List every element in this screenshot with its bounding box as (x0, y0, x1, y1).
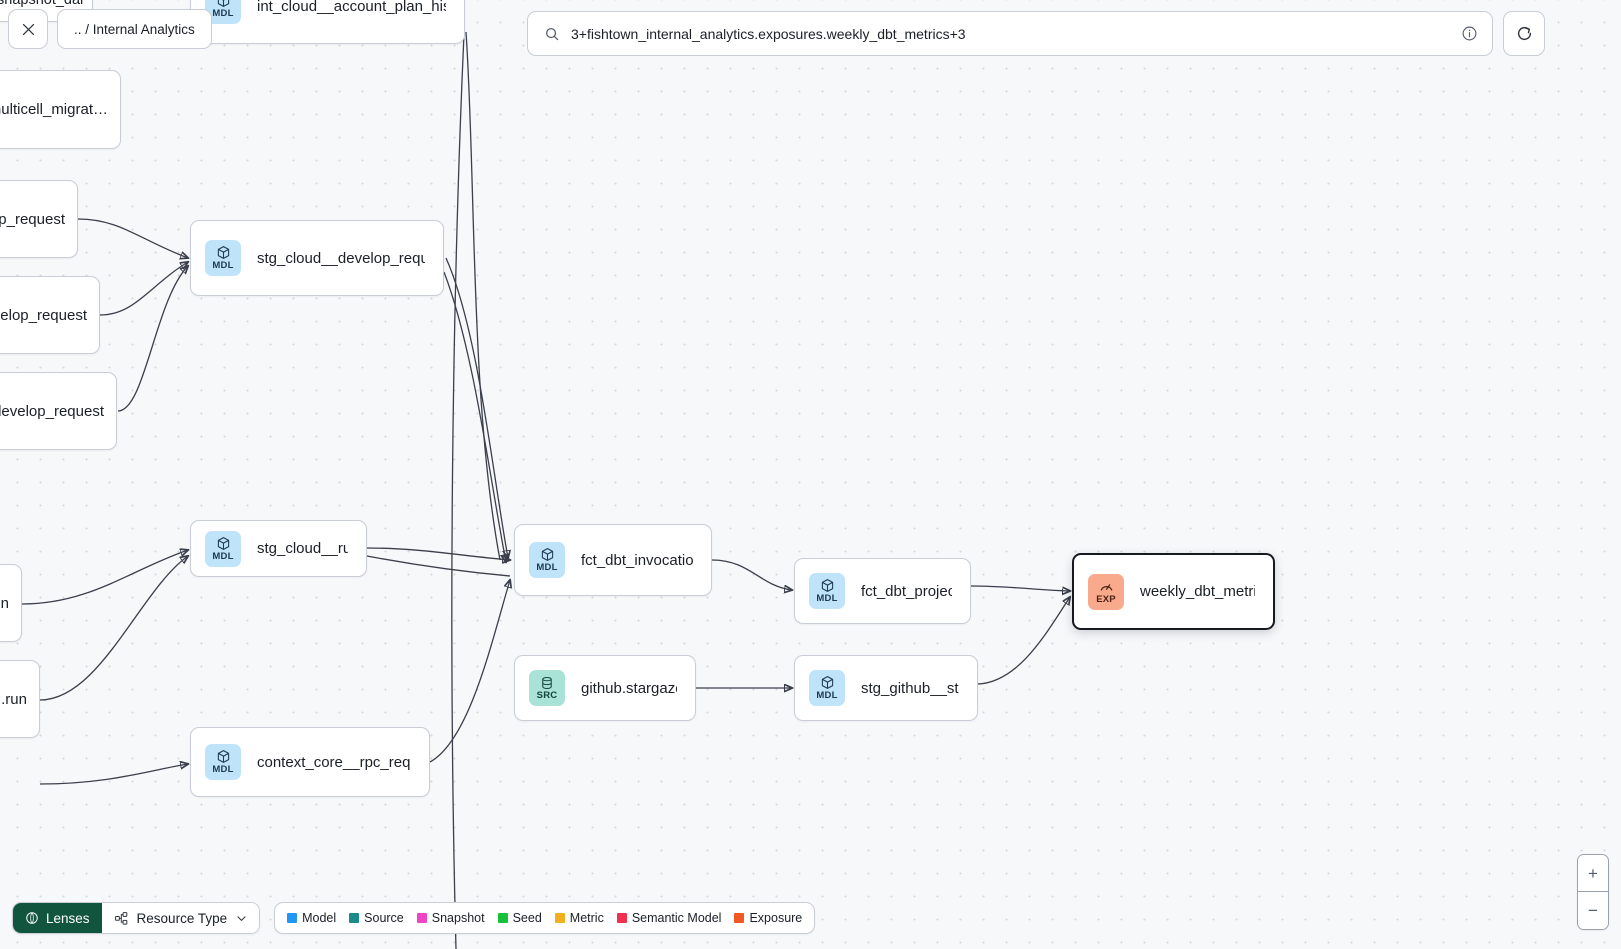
zoom-controls: + − (1577, 854, 1609, 930)
legend-label: Exposure (749, 911, 803, 925)
legend-item[interactable]: Semantic Model (616, 911, 722, 925)
legend-item[interactable]: Source (349, 911, 404, 925)
graph-node-stg-github-stars[interactable]: MDL stg_github__stars (794, 655, 978, 721)
legend-label: Model (302, 911, 337, 925)
legend-item[interactable]: Exposure (734, 911, 802, 925)
legend-swatch (554, 913, 565, 923)
model-badge-icon: MDL (205, 744, 241, 780)
model-badge-icon: MDL (529, 542, 565, 578)
graph-node-clipped-left-upper[interactable]: n (0, 564, 22, 642)
zoom-in-button[interactable]: + (1578, 855, 1608, 892)
zoom-out-button[interactable]: − (1578, 892, 1608, 929)
graph-node-weekly-dbt-metrics[interactable]: EXP weekly_dbt_metrics (1072, 553, 1275, 630)
bottom-toolbar: Lenses Resource Type Model Source Snapshot… (12, 902, 816, 934)
resource-type-legend: Model Source Snapshot Seed Metric Semantic Mo… (274, 902, 816, 934)
graph-node-context-core-rpc-request[interactable]: MDL context_core__rpc_request (190, 727, 430, 797)
legend-swatch (616, 913, 627, 923)
refresh-button[interactable] (1503, 11, 1545, 56)
breadcrumb-label: .. / Internal Analytics (74, 21, 195, 37)
node-label: multicell_migrat… (0, 101, 108, 118)
node-label: int_cloud__account_plan_history (257, 0, 446, 15)
badge-tag: EXP (1096, 593, 1116, 605)
model-badge-icon: MDL (205, 240, 241, 276)
top-toolbar: .. / Internal Analytics (0, 0, 1621, 60)
refresh-icon (1517, 26, 1531, 41)
chevron-down-icon (237, 915, 246, 921)
badge-tag: MDL (212, 8, 234, 20)
graph-node-multicell-migration[interactable]: multicell_migrat… (0, 70, 121, 149)
legend-label: Source (364, 911, 404, 925)
legend-swatch (734, 913, 745, 923)
model-badge-icon: MDL (205, 530, 241, 567)
legend-label: Seed (512, 911, 542, 925)
node-label: stg_github__stars (861, 679, 959, 697)
badge-tag: SRC (536, 689, 558, 701)
breadcrumb[interactable]: .. / Internal Analytics (57, 9, 212, 49)
lenses-button[interactable]: Lenses (13, 903, 102, 933)
legend-item[interactable]: Model (287, 911, 336, 925)
close-button[interactable] (8, 9, 48, 49)
exposure-badge-icon: EXP (1088, 573, 1124, 610)
graph-node-develop-request[interactable]: .develop_request (0, 372, 117, 450)
legend-item[interactable]: Seed (497, 911, 542, 925)
legend-label: Snapshot (431, 911, 485, 925)
legend-swatch (497, 913, 508, 923)
node-label: stg_cloud__runs (257, 540, 348, 557)
badge-tag: MDL (212, 260, 234, 272)
search-input[interactable] (571, 25, 1450, 42)
node-label: stg_cloud__develop_requests (257, 249, 425, 267)
badge-tag: MDL (816, 593, 838, 605)
node-label: fct_dbt_projects (861, 582, 952, 600)
lenses-label: Lenses (46, 910, 90, 926)
search-bar[interactable] (527, 11, 1493, 56)
node-label: snapshot_daily (0, 0, 84, 8)
node-label: velop_request (0, 306, 87, 324)
node-label: github.stargazers (581, 679, 677, 697)
graph-node-clipped-left-lower[interactable]: .run (0, 660, 40, 738)
node-label: fct_dbt_invocations (581, 551, 693, 569)
legend-item[interactable]: Metric (554, 911, 604, 925)
node-label: .develop_request (0, 402, 104, 420)
info-icon[interactable] (1461, 25, 1478, 42)
graph-node-op-request[interactable]: op_request (0, 180, 78, 258)
legend-swatch (287, 913, 298, 923)
lens-icon (26, 912, 38, 924)
search-icon (546, 27, 559, 40)
badge-tag: MDL (816, 690, 838, 702)
lens-controls-group: Lenses Resource Type (12, 902, 261, 934)
legend-item[interactable]: Snapshot (416, 911, 485, 925)
legend-label: Metric (569, 911, 604, 925)
graph-node-stg-cloud-runs[interactable]: MDL stg_cloud__runs (190, 520, 367, 577)
node-label: weekly_dbt_metrics (1140, 583, 1255, 600)
graph-node-fct-dbt-invocations[interactable]: MDL fct_dbt_invocations (514, 524, 712, 596)
resource-type-dropdown[interactable]: Resource Type (101, 903, 260, 933)
node-label: n (0, 594, 9, 612)
legend-swatch (416, 913, 427, 923)
source-badge-icon: SRC (529, 670, 565, 706)
legend-label: Semantic Model (631, 911, 722, 925)
node-label: .run (1, 690, 27, 708)
legend-swatch (349, 913, 360, 923)
graph-node-int-cloud-account-plan-history[interactable]: MDL int_cloud__account_plan_history (190, 0, 465, 44)
close-icon (22, 23, 34, 35)
graph-node-fct-dbt-projects[interactable]: MDL fct_dbt_projects (794, 558, 971, 624)
graph-node-stg-cloud-develop-requests[interactable]: MDL stg_cloud__develop_requests (190, 220, 444, 296)
badge-tag: MDL (536, 562, 558, 574)
graph-node-velop-request[interactable]: velop_request (0, 276, 100, 354)
model-badge-icon: MDL (809, 573, 845, 609)
resource-type-icon (114, 911, 127, 925)
node-label: context_core__rpc_request (257, 753, 411, 771)
resource-type-label: Resource Type (136, 910, 228, 926)
graph-node-github-stargazers[interactable]: SRC github.stargazers (514, 655, 696, 721)
model-badge-icon: MDL (809, 670, 845, 706)
badge-tag: MDL (212, 764, 234, 776)
node-label: op_request (0, 210, 65, 228)
badge-tag: MDL (212, 550, 234, 562)
